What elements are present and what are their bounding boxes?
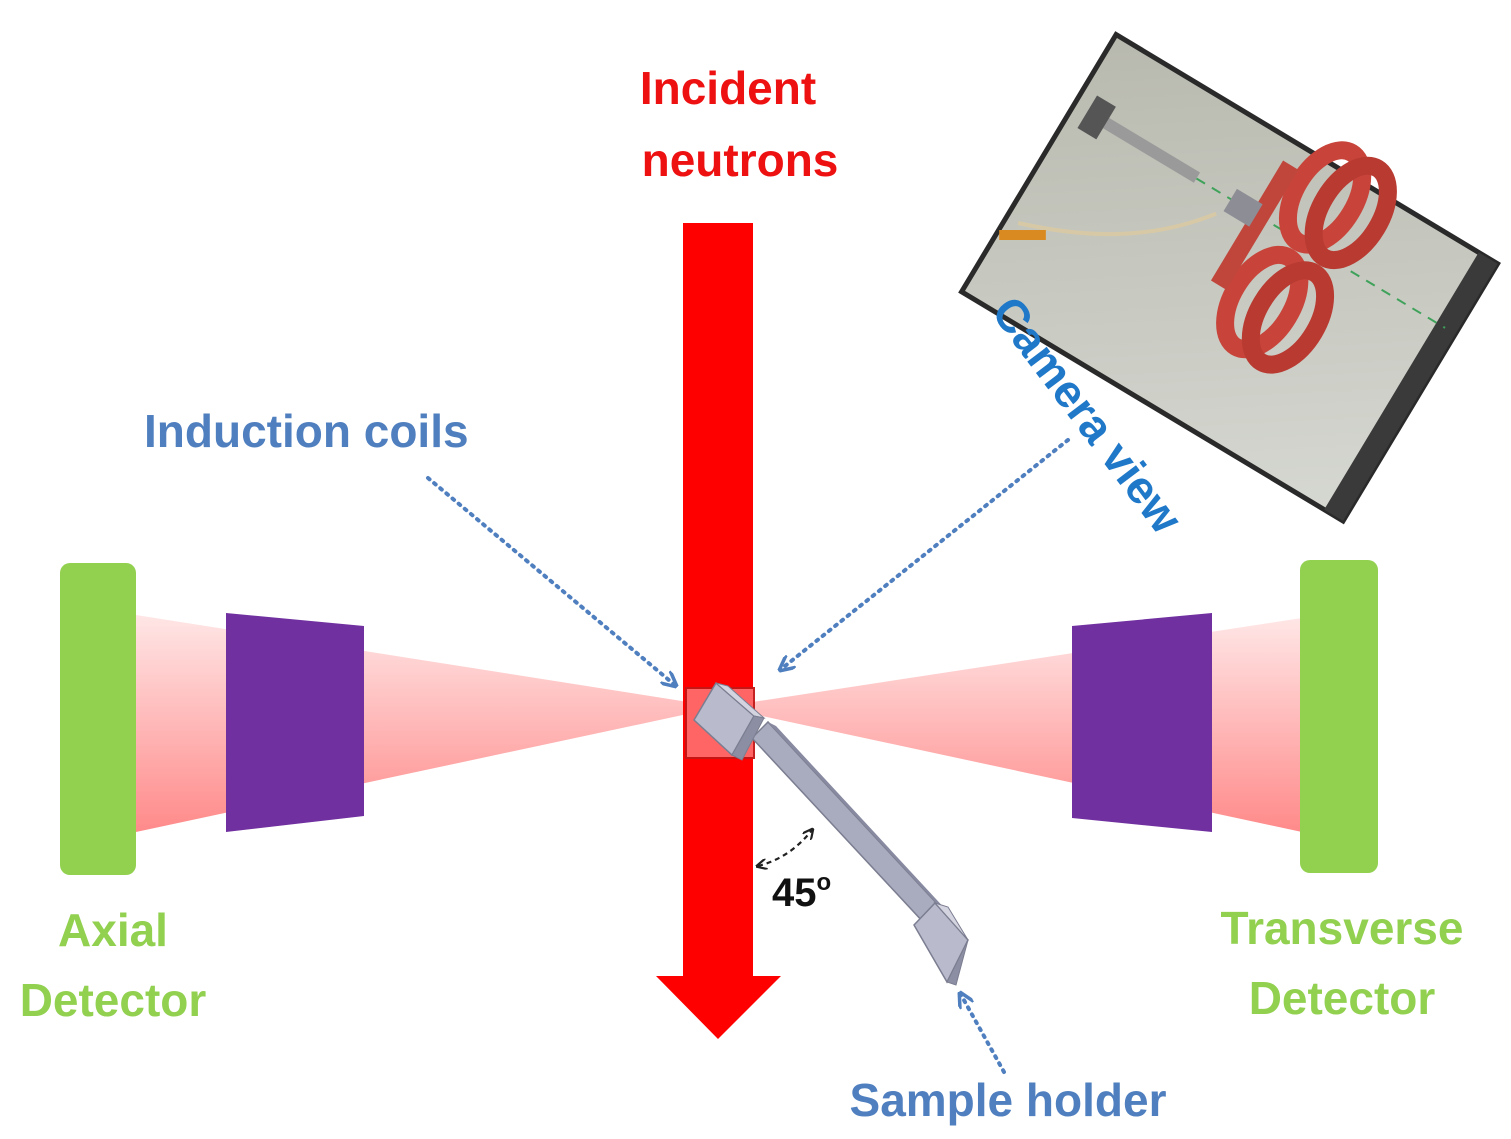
sample-holder-arrow-icon — [960, 993, 1006, 1074]
sample-holder-label: Sample holder — [850, 1074, 1167, 1126]
axial-detector — [60, 563, 136, 875]
sample-holder — [693, 681, 969, 986]
induction-coils-label: Induction coils — [144, 405, 469, 457]
transverse-detector-label-line2: Detector — [1249, 972, 1436, 1024]
camera-view-arrow-icon — [780, 438, 1070, 670]
camera-view-photo — [958, 31, 1501, 525]
axial-collimator — [226, 613, 364, 832]
induction-coils-arrow-icon — [426, 476, 676, 686]
axial-detector-label-line2: Detector — [20, 974, 207, 1026]
transverse-collimator — [1072, 613, 1212, 832]
incident-neutrons-label-line2: neutrons — [642, 134, 839, 186]
incident-neutrons-label-line1: Incident — [640, 62, 816, 114]
transverse-detector — [1300, 560, 1378, 873]
transverse-detector-label-line1: Transverse — [1221, 902, 1464, 954]
axial-detector-label-line1: Axial — [58, 904, 168, 956]
angle-label: 45o — [772, 869, 831, 915]
neutron-beam-arrow-icon — [656, 223, 781, 1039]
angle-arc — [758, 830, 812, 866]
